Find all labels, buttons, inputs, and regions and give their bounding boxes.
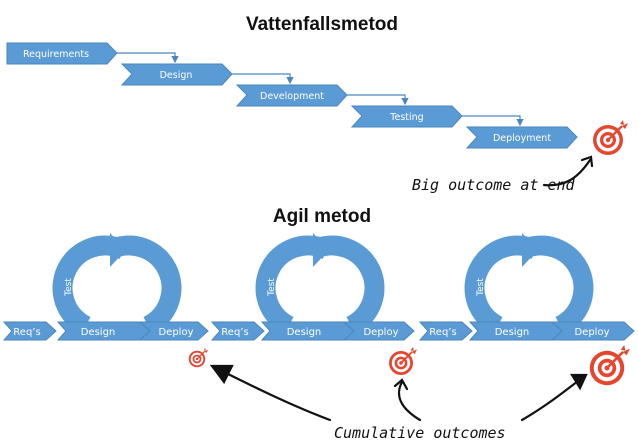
waterfall-step-label: Development [260, 91, 324, 102]
stage-label-reqs: Req’s [429, 327, 456, 338]
waterfall-step-requirements: Requirements [6, 42, 118, 65]
waterfall-step-label: Testing [389, 112, 423, 123]
annotation-arrow [520, 376, 584, 422]
stage-label-develop: Develop [559, 268, 569, 305]
waterfall-step-testing: Testing [350, 105, 463, 128]
stage-label-deploy: Deploy [363, 327, 398, 338]
loop-arc [308, 235, 385, 335]
loop-arrowhead [522, 233, 538, 267]
stage-label-test: Test [476, 278, 486, 297]
stage-label-design: Design [81, 327, 116, 338]
target-icon [388, 347, 417, 376]
stage-label-design: Design [495, 327, 530, 338]
stage-label-reqs: Req’s [221, 327, 248, 338]
agile-annotation: Cumulative outcomes [334, 424, 506, 442]
waterfall-step-design: Design [120, 63, 233, 86]
loop-arc [255, 235, 332, 335]
stage-label-design: Design [287, 327, 322, 338]
waterfall-title: Vattenfallsmetod [246, 14, 398, 35]
waterfall-step-label: Deployment [493, 133, 551, 144]
stage-label-test: Test [64, 278, 74, 297]
loop-arc [52, 235, 129, 335]
agile-iteration-1: Test Develop Req’s Design Deploy [2, 233, 209, 341]
annotation-arrow-head [209, 364, 234, 385]
waterfall-connector [232, 73, 294, 85]
stage-reqs [210, 321, 265, 341]
waterfall-step-label: Requirements [23, 49, 89, 60]
stage-label-develop: Develop [147, 268, 157, 305]
waterfall-annotation: Big outcome at end [412, 176, 576, 194]
stage-label-reqs: Req’s [13, 327, 40, 338]
stage-deploy [138, 321, 209, 341]
target-icon [588, 345, 630, 387]
waterfall-step-deployment: Deployment [465, 126, 578, 149]
waterfall-connector [347, 94, 409, 106]
annotation-arrow [397, 380, 422, 422]
waterfall-step-development: Development [235, 84, 348, 107]
annotation-arrow-head [570, 373, 588, 391]
target-icon [188, 348, 208, 368]
annotation-arrow-head [580, 155, 594, 168]
loop-arrowhead [313, 233, 329, 267]
stage-label-test: Test [267, 278, 277, 297]
agile-title: Agil metod [273, 206, 371, 227]
stage-reqs [418, 321, 473, 341]
agile-iteration-3: Test Develop Req’s Design Deploy [418, 233, 635, 341]
annotation-arrow [218, 368, 332, 422]
loop-arc [105, 235, 182, 335]
loop-arc [517, 235, 594, 335]
stage-deploy [342, 321, 415, 341]
stage-deploy [550, 321, 635, 341]
loop-arrowhead [110, 233, 126, 267]
stage-label-deploy: Deploy [574, 327, 609, 338]
target-icon [591, 120, 628, 157]
waterfall-connector [117, 52, 179, 64]
loop-arc [464, 235, 541, 335]
stage-label-deploy: Deploy [158, 327, 193, 338]
waterfall-steps: Requirements Design Development Testing … [6, 42, 578, 149]
stage-label-develop: Develop [350, 268, 360, 305]
annotation-arrow-head [393, 378, 409, 391]
waterfall-connector [462, 115, 524, 127]
annotation-arrow [542, 158, 592, 187]
agile-iteration-2: Test Develop Req’s Design Deploy [210, 233, 415, 341]
stage-reqs [2, 321, 57, 341]
waterfall-step-label: Design [160, 70, 193, 81]
